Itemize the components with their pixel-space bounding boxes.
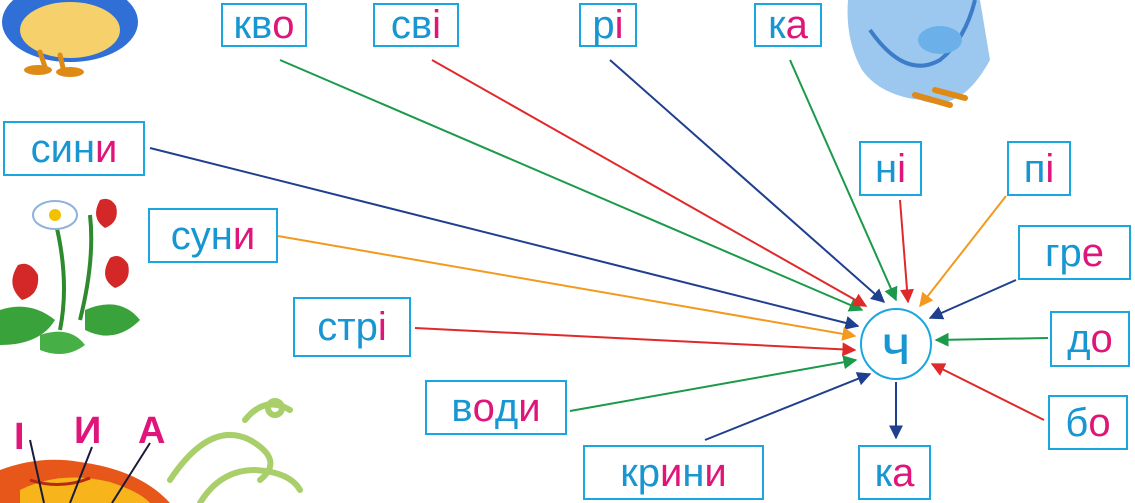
vowel-part: о: [1090, 317, 1113, 361]
consonant-part: д: [1067, 317, 1091, 361]
consonant-part: су: [170, 213, 211, 258]
vowel-part: и: [232, 213, 256, 258]
consonant-part: н: [210, 213, 233, 258]
consonant-part: кв: [233, 3, 273, 47]
consonant-part: н: [682, 450, 705, 495]
vowel-part: и: [95, 126, 118, 171]
vowel-part: і: [614, 3, 624, 47]
arrow-suny: [277, 235, 857, 341]
arrow-kvo: [279, 59, 864, 312]
consonant-part: д: [494, 385, 519, 430]
consonant-part: н: [875, 146, 898, 191]
center-letter-circle: ч: [860, 308, 932, 380]
swirl-ornament-icon: [167, 398, 303, 503]
consonant-part: п: [1023, 146, 1046, 191]
vowel-part: о: [472, 385, 495, 430]
vowel-part: і: [897, 146, 906, 191]
consonant-part: гр: [1044, 230, 1082, 275]
vowel-letter-y: И: [74, 410, 102, 452]
consonant-part: б: [1065, 400, 1089, 445]
arrow-pi: [919, 195, 1007, 308]
vowel-part: и: [704, 450, 727, 495]
consonant-part: к: [874, 450, 893, 495]
vowel-part: о: [1088, 400, 1111, 445]
consonant-part: св: [390, 3, 433, 47]
arrow-svi: [431, 59, 868, 307]
vowel-letter-i: І: [14, 416, 25, 458]
arrow-stri: [414, 327, 857, 357]
flower-icon: [0, 439, 170, 503]
consonant-part: к: [768, 3, 786, 47]
vowel-part: а: [892, 450, 915, 495]
vowel-part: о: [272, 3, 295, 47]
arrow-ni: [899, 199, 914, 304]
arrow-hre: [928, 279, 1017, 320]
strawberry-plant-icon: [0, 198, 140, 354]
consonant-part: кр: [620, 450, 660, 495]
arrow-kryny: [704, 372, 872, 441]
bird-right-icon: [847, 0, 990, 108]
vowel-part: і: [377, 305, 387, 349]
vowel-part: е: [1081, 230, 1105, 275]
vowel-letter-a: А: [138, 410, 166, 452]
arrow-ri: [609, 59, 886, 303]
vowel-part: і: [1045, 146, 1055, 191]
vowel-part: и: [518, 385, 541, 430]
consonant-part: в: [451, 385, 473, 430]
arrow-ka1: [789, 59, 898, 302]
consonant-part: син: [30, 126, 96, 171]
vowel-part: и: [659, 450, 683, 495]
arrow-syny: [149, 147, 860, 330]
consonant-part: стр: [317, 305, 378, 349]
arrow-vody: [569, 355, 858, 412]
arrow-bo: [930, 363, 1045, 421]
vowel-part: а: [785, 3, 808, 47]
center-letter: ч: [881, 312, 911, 376]
bird-left-icon: [2, 0, 138, 77]
vowel-part: і: [432, 3, 442, 47]
consonant-part: р: [592, 3, 615, 47]
arrow-do: [934, 332, 1049, 347]
